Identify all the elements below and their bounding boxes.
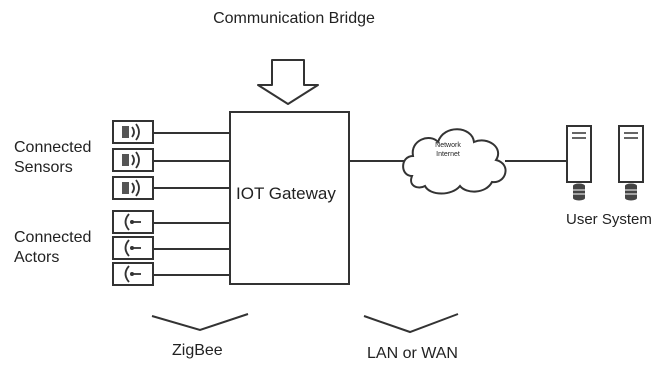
database-icon: [573, 183, 585, 201]
connected-sensors-label-line-1: Connected: [14, 139, 92, 156]
connected-actors-label-line-1: Connected: [14, 229, 92, 246]
connected-actors-label-line-2: Actors: [14, 249, 60, 266]
actor-device: [112, 210, 154, 234]
iot-gateway-box: [229, 111, 350, 285]
lan-wan-bracket: [363, 313, 459, 334]
user-system-label: User System: [566, 211, 652, 228]
wifi-signal-icon: [122, 179, 140, 197]
sensor-device: [112, 148, 154, 172]
user-system-device: [618, 125, 644, 201]
bridge-arrow: [257, 59, 319, 105]
user-system-device: [566, 125, 592, 201]
antenna-icon: [124, 265, 141, 283]
network-label: Network: [435, 142, 461, 149]
connected-sensors-label-line-2: Sensors: [14, 159, 73, 176]
antenna-icon: [124, 213, 141, 231]
diagram-title: Communication Bridge: [213, 10, 375, 27]
wifi-signal-icon: [122, 123, 140, 141]
network-internet-label: Network Internet: [418, 141, 478, 159]
connected-actors-label: Connected Actors: [14, 228, 91, 268]
cloud-icon: [402, 128, 507, 195]
actor-device: [112, 236, 154, 260]
zigbee-label: ZigBee: [172, 342, 223, 359]
zigbee-bracket: [151, 313, 249, 332]
internet-label: Internet: [436, 151, 460, 158]
actor-device: [112, 262, 154, 286]
antenna-icon: [124, 239, 141, 257]
lan-or-wan-label: LAN or WAN: [367, 345, 458, 362]
sensor-device: [112, 120, 154, 144]
iot-gateway-label: IOT Gateway: [236, 184, 336, 203]
sensor-device: [112, 176, 154, 200]
wifi-signal-icon: [122, 151, 140, 169]
database-icon: [625, 183, 637, 201]
connected-sensors-label: Connected Sensors: [14, 138, 91, 178]
zigbee-links: [152, 132, 230, 276]
